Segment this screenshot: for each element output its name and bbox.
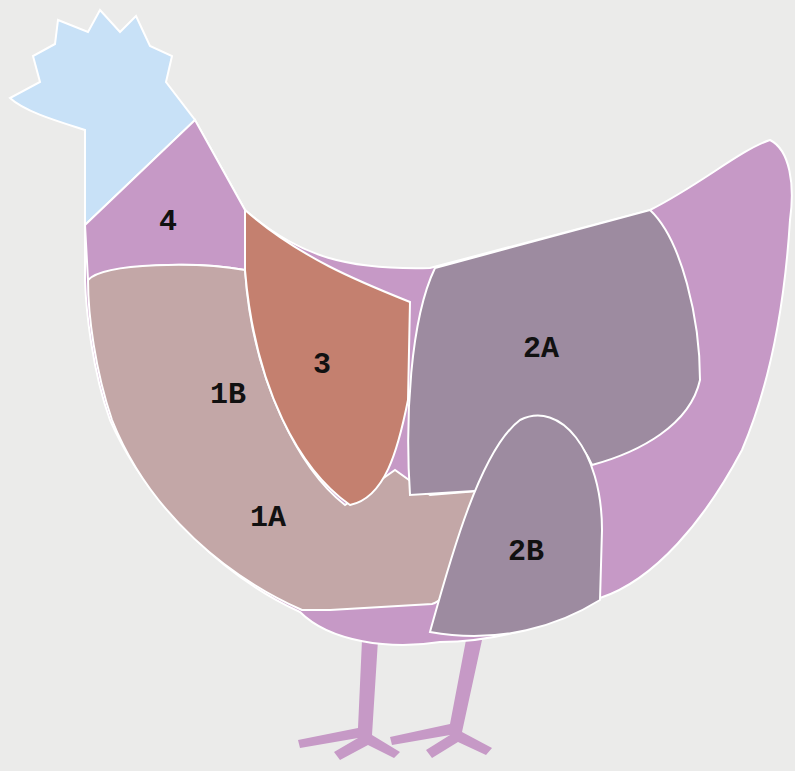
chicken-body: [85, 120, 792, 645]
callout-number: 4: [159, 205, 177, 239]
callout-number: 2B: [508, 535, 544, 569]
chicken-legs: [298, 640, 492, 760]
callout-number: 2A: [523, 332, 559, 366]
neck-region: [85, 120, 245, 280]
drumstick-region: [430, 416, 602, 636]
wing-region: [245, 210, 410, 505]
leg: [390, 640, 492, 758]
callout-number: 1B: [210, 378, 246, 412]
leg: [298, 640, 400, 760]
callout-number: 1A: [250, 501, 286, 535]
callout-number: 3: [313, 348, 331, 382]
